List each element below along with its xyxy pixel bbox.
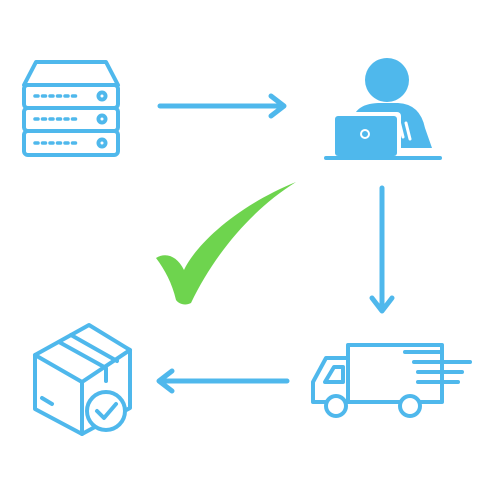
- arrow-server-to-user: [157, 93, 287, 119]
- delivery-truck-icon: [311, 343, 472, 418]
- arrow-user-to-delivery: [369, 185, 395, 314]
- arrow-delivery-to-package: [156, 368, 290, 394]
- checkmark-icon: [156, 182, 296, 305]
- package-checked-icon: [33, 323, 132, 436]
- person-at-laptop-icon: [324, 58, 442, 160]
- server-rack-icon: [22, 60, 120, 157]
